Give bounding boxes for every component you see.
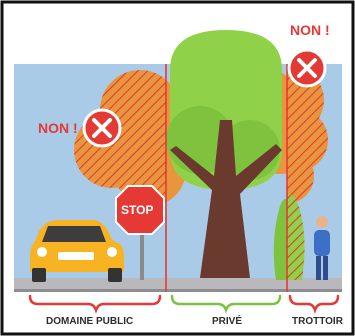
no-label-left: NON ! xyxy=(38,120,78,136)
zone-label-private: PRIVÉ xyxy=(212,316,243,327)
car xyxy=(30,220,124,282)
road xyxy=(14,278,342,292)
stop-sign xyxy=(115,185,165,280)
bracket-public xyxy=(28,294,162,314)
x-circle-icon xyxy=(82,108,122,148)
bracket-private xyxy=(170,294,282,314)
tree-trunk xyxy=(170,120,282,278)
x-circle-icon xyxy=(287,48,327,88)
stop-sign-text: STOP xyxy=(121,203,154,217)
no-label-right: NON ! xyxy=(290,22,330,38)
bracket-sidewalk xyxy=(288,294,340,314)
pedestrian xyxy=(314,216,330,280)
zone-label-public: DOMAINE PUBLIC xyxy=(46,316,134,327)
sidewalk-bush xyxy=(273,194,305,280)
zone-label-sidewalk: TROTTOIR xyxy=(292,316,343,327)
